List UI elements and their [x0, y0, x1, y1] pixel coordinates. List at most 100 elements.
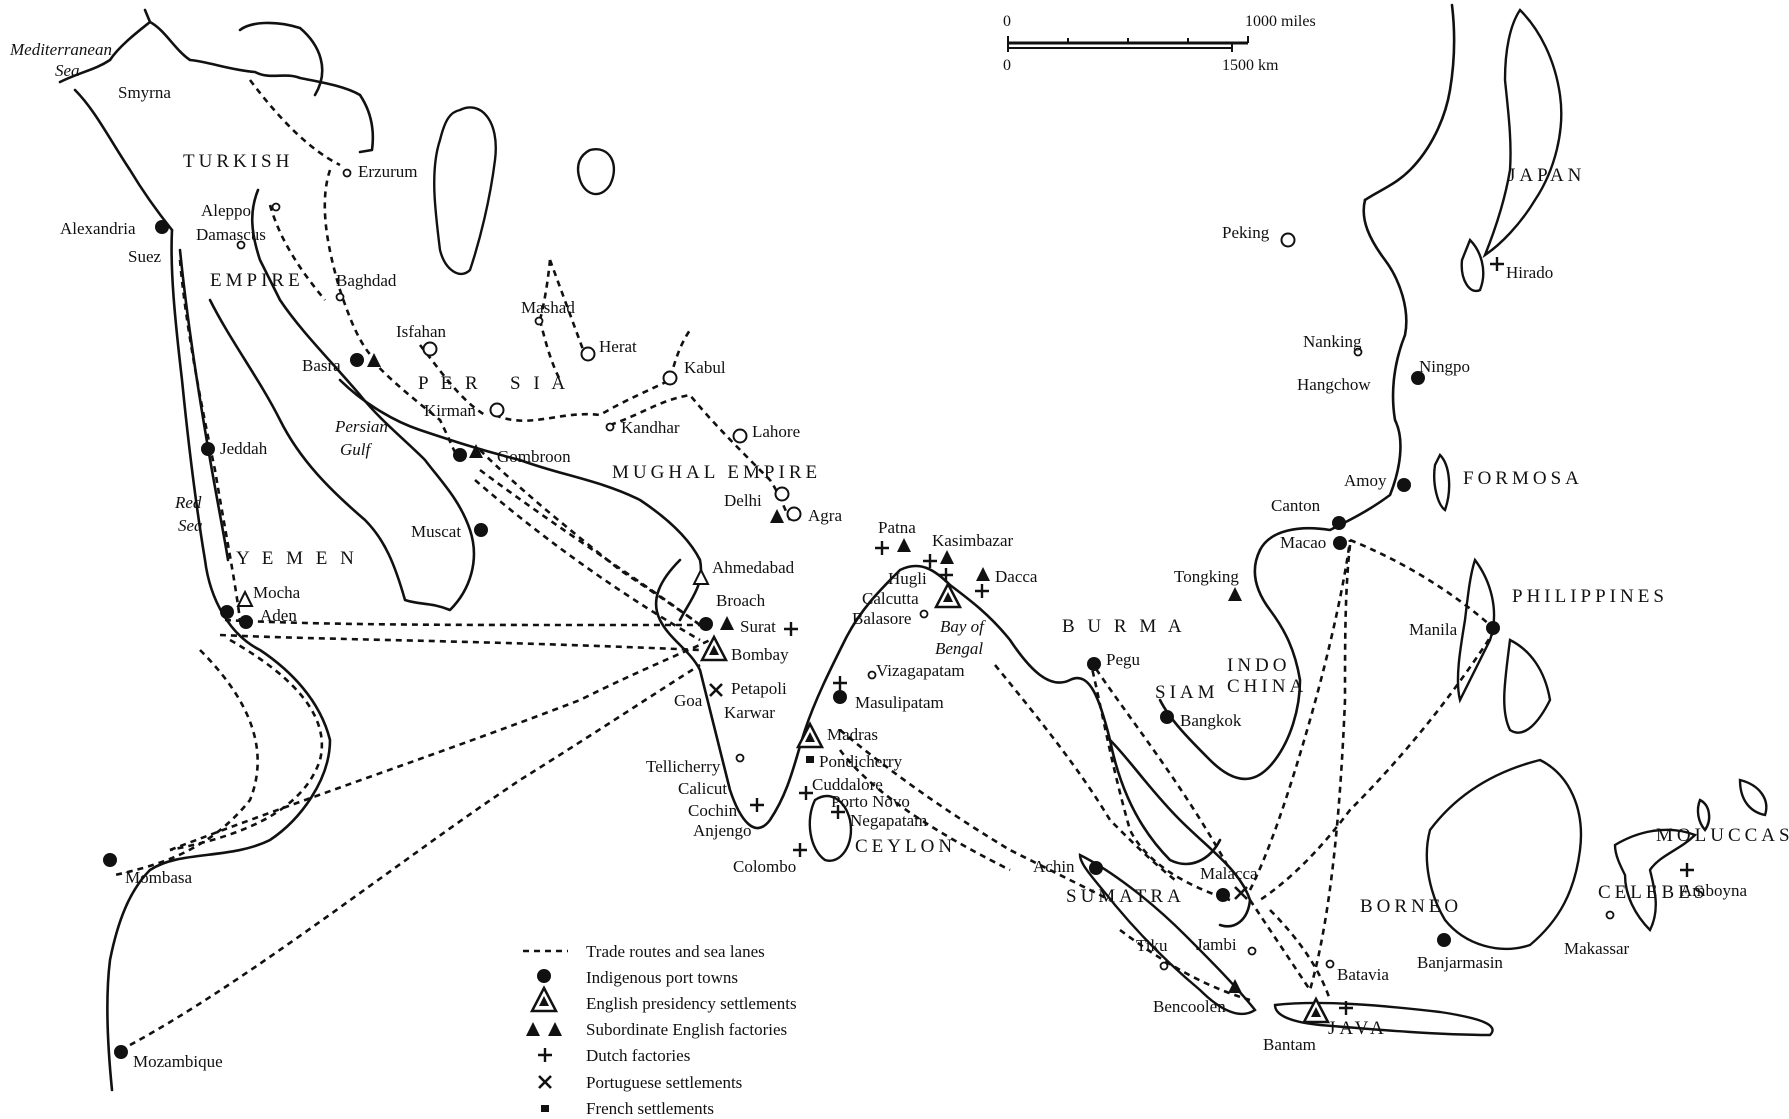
label-balasore: Balasore	[852, 609, 911, 628]
label-dacca: Dacca	[995, 567, 1038, 586]
marker-aleppo	[271, 202, 281, 212]
legend-symbol-french	[541, 1105, 549, 1112]
region-formosa: FORMOSA	[1463, 468, 1583, 489]
label-hangchow: Hangchow	[1297, 375, 1371, 394]
label-pondicherry: Pondicherry	[819, 752, 903, 771]
label-calcutta: Calcutta	[862, 589, 919, 608]
label-ahmedabad: Ahmedabad	[712, 558, 795, 577]
marker-mombasa	[103, 853, 117, 867]
label-mashad: Mashad	[521, 298, 575, 317]
legend-symbol-presidency	[530, 986, 558, 1013]
marker-bombay	[700, 635, 728, 662]
label-petapoli: Petapoli	[731, 679, 787, 698]
label-anjengo: Anjengo	[693, 821, 752, 840]
marker-dacca	[976, 567, 990, 581]
marker-peking	[1280, 232, 1296, 248]
label-kasimbazar: Kasimbazar	[932, 531, 1014, 550]
marker-surat-dutch	[782, 620, 800, 638]
marker-surat	[720, 616, 734, 630]
marker-canton	[1332, 516, 1346, 530]
marker-mashad	[534, 316, 544, 326]
label-batavia: Batavia	[1337, 965, 1389, 984]
marker-cochin	[748, 796, 766, 814]
marker-calcutta	[934, 582, 962, 609]
label-mombasa: Mombasa	[125, 868, 193, 887]
label-aden: Aden	[260, 606, 297, 625]
marker-pegu	[1087, 657, 1101, 671]
region-celebes: CELEBES	[1598, 882, 1708, 903]
marker-alexandria	[155, 220, 169, 234]
region-siam: SIAM	[1155, 682, 1219, 703]
legend-label-presidency: English presidency settlements	[586, 994, 797, 1013]
marker-manila	[1486, 621, 1500, 635]
label-negapatam: Negapatam	[850, 811, 927, 830]
marker-masulipatam-dutch	[831, 674, 849, 692]
region-persia-2: S I A	[510, 373, 569, 394]
label-macao: Macao	[1280, 533, 1326, 552]
label-jeddah: Jeddah	[220, 439, 268, 458]
legend-label-french: French settlements	[586, 1099, 714, 1118]
label-pegu: Pegu	[1106, 650, 1141, 669]
region-burma: B U R M A	[1062, 616, 1186, 637]
label-kabul: Kabul	[684, 358, 726, 377]
label-cochin: Cochin	[688, 801, 738, 820]
marker-madras	[796, 722, 824, 749]
marker-basra-factory	[367, 353, 381, 367]
label-surat: Surat	[740, 617, 776, 636]
marker-goa	[708, 682, 724, 698]
label-kirman: Kirman	[424, 401, 476, 420]
marker-broach	[699, 617, 713, 631]
marker-malacca-portuguese	[1233, 885, 1249, 901]
marker-colombo	[791, 841, 809, 859]
label-mozambique: Mozambique	[133, 1052, 223, 1071]
label-tellicherry: Tellicherry	[646, 757, 721, 776]
marker-delhi	[774, 486, 790, 502]
marker-baghdad	[335, 292, 345, 302]
marker-ahmedabad	[693, 569, 709, 585]
region-turkish: TURKISH	[183, 151, 293, 172]
sea-persian-gulf-2: Gulf	[340, 440, 373, 459]
label-vizagapatam: Vizagapatam	[876, 661, 965, 680]
marker-tellicherry	[735, 753, 745, 763]
marker-tongking	[1228, 587, 1242, 601]
legend-symbol-portuguese	[537, 1074, 553, 1090]
label-malacca: Malacca	[1200, 864, 1258, 883]
marker-amoy	[1397, 478, 1411, 492]
place-labels: Smyrna Erzurum Aleppo Damascus Alexandri…	[60, 83, 1748, 1071]
marker-makassar	[1605, 910, 1615, 920]
legend-label-routes: Trade routes and sea lanes	[586, 942, 765, 961]
label-amoy: Amoy	[1344, 471, 1387, 490]
marker-jeddah	[201, 442, 215, 456]
region-persia-1: P E R	[418, 373, 482, 394]
marker-basra	[350, 353, 364, 367]
region-china: CHINA	[1227, 676, 1307, 697]
label-bantam: Bantam	[1263, 1035, 1316, 1054]
sea-red-1: Red	[174, 493, 202, 512]
marker-kandhar	[605, 422, 615, 432]
region-yemen: Y E M E N	[236, 548, 358, 569]
scale-zero-top: 0	[1003, 13, 1011, 30]
label-makassar: Makassar	[1564, 939, 1629, 958]
sea-mediterranean-2: Sea	[55, 61, 80, 80]
legend-label-dutch: Dutch factories	[586, 1046, 690, 1065]
label-canton: Canton	[1271, 496, 1321, 515]
marker-masulipatam	[833, 690, 847, 704]
sea-red-2: Sea	[178, 516, 203, 535]
marker-banjarmasin	[1437, 933, 1451, 947]
label-jambi: Jambi	[1196, 935, 1237, 954]
region-sumatra: SUMATRA	[1066, 886, 1185, 907]
legend-label-portuguese: Portuguese settlements	[586, 1073, 742, 1092]
region-japan: JAPAN	[1508, 165, 1585, 186]
label-achin: Achin	[1033, 857, 1075, 876]
coastlines	[58, 3, 1768, 1092]
marker-jambi	[1247, 946, 1257, 956]
region-philippines: PHILIPPINES	[1512, 586, 1668, 607]
label-gombroon: Gombroon	[497, 447, 571, 466]
legend-symbol-dutch	[536, 1046, 554, 1064]
label-masulipatam: Masulipatam	[855, 693, 944, 712]
label-lahore: Lahore	[752, 422, 800, 441]
region-labels: TURKISH EMPIRE P E R S I A MUGHAL EMPIRE…	[183, 151, 1789, 1039]
label-erzurum: Erzurum	[358, 162, 417, 181]
marker-vizagapatam	[867, 670, 877, 680]
label-patna: Patna	[878, 518, 916, 537]
